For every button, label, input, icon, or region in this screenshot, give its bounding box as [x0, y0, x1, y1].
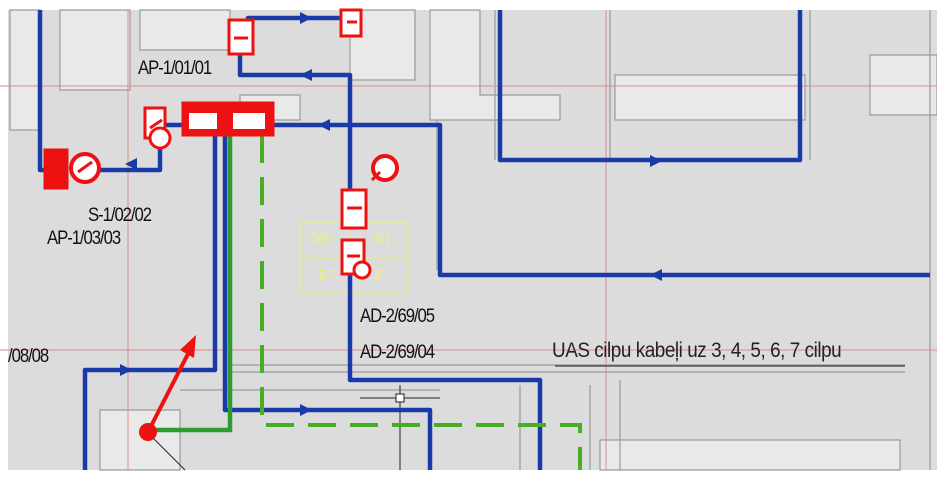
grid-lines: [0, 10, 937, 470]
table-cell-r2c2: 2: [374, 266, 383, 283]
label-ad-2-69-04: AD-2/69/04: [360, 342, 435, 363]
red-device-details: [77, 20, 382, 258]
crosshair-box: [395, 393, 405, 403]
label-ap-1-01-01: AP-1/01/01: [138, 58, 212, 79]
top-frame: [0, 0, 937, 10]
uas-cable-note: UAS cilpu kabeļi uz 3, 4, 5, 6, 7 cilpu: [552, 339, 842, 362]
label-ad-2-69-05: AD-2/69/05: [360, 306, 435, 327]
left-frame: [0, 10, 8, 470]
table-cell-r1c1: 001: [310, 231, 336, 248]
cable-arrows: [120, 12, 662, 416]
table-cell-r2c1: 17: [318, 266, 335, 283]
label-partial-08-08: /08/08: [8, 346, 49, 367]
wall-lines: [180, 10, 931, 470]
table-cell-r1c2: 61: [375, 231, 392, 248]
red-marker: [139, 335, 196, 441]
label-ap-1-03-03: AP-1/03/03: [47, 228, 121, 249]
bottom-frame: [0, 470, 937, 477]
label-s-1-02-02: S-1/02/02: [88, 205, 152, 226]
green-cables: [150, 135, 582, 470]
leader-lines: [149, 115, 905, 471]
